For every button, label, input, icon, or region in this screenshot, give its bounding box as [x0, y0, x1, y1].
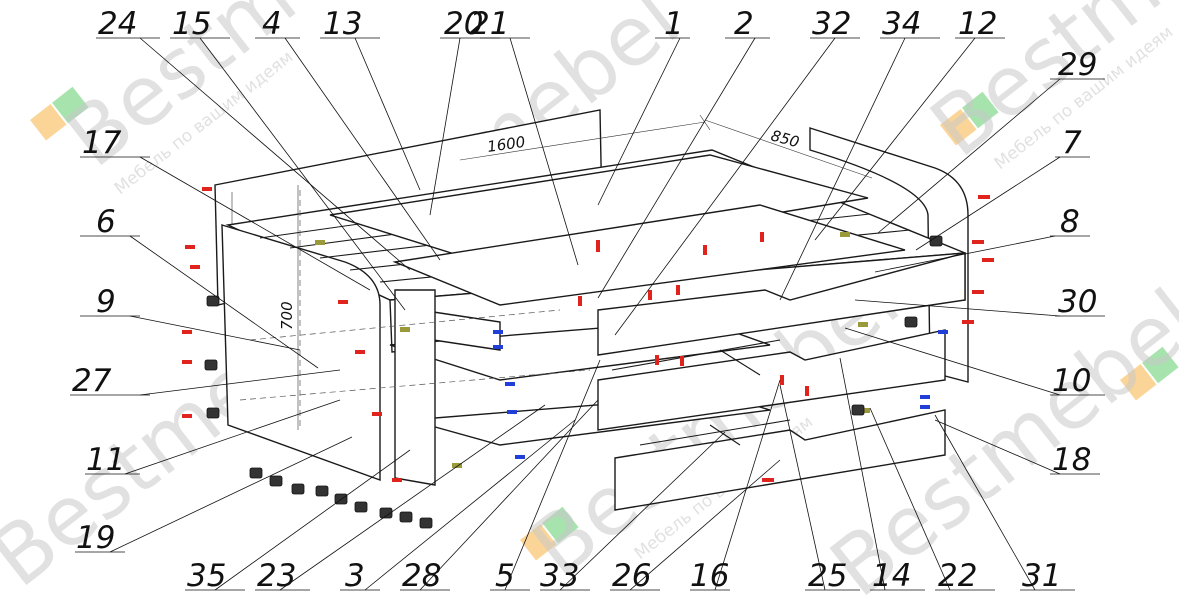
dimension-length: 1600: [486, 133, 526, 156]
mid-board: [392, 204, 906, 306]
callout-label: 22: [938, 558, 977, 594]
callout-label: 12: [958, 6, 997, 42]
callout-label: 30: [1058, 284, 1097, 320]
callout-label: 28: [402, 558, 441, 594]
callout-label: 26: [612, 558, 651, 594]
feet: [204, 235, 943, 529]
drawer-upper: [597, 252, 966, 356]
callout-label: 24: [98, 6, 137, 42]
callout-label: 15: [172, 6, 211, 42]
front-post: [394, 289, 436, 486]
logo-mark: [1120, 346, 1179, 401]
callout-label: 8: [1060, 204, 1080, 240]
callout-label: 9: [96, 284, 116, 320]
callout-label: 18: [1052, 442, 1091, 478]
right-headboard: [809, 127, 969, 383]
callout-label: 10: [1052, 363, 1091, 399]
callout-label: 35: [187, 558, 226, 594]
callout-label: 23: [257, 558, 296, 594]
callout-label: 21: [470, 6, 509, 42]
callout-label: 32: [812, 6, 851, 42]
callout-label: 27: [72, 363, 112, 399]
leader-lines: [70, 37, 1105, 591]
dimension-height: 700: [278, 301, 296, 330]
left-side-panel: [221, 224, 381, 481]
logo-mark: [940, 91, 999, 146]
callout-label: 5: [495, 558, 515, 594]
callout-label: 34: [882, 6, 921, 42]
callout-label: 31: [1022, 558, 1061, 594]
callout-label: 25: [808, 558, 847, 594]
callout-label: 29: [1058, 47, 1097, 83]
callout-label: 6: [96, 204, 116, 240]
fasteners: [182, 187, 994, 482]
callout-label: 7: [1062, 125, 1082, 161]
dimension-depth: 850: [769, 126, 801, 151]
logo-mark: [520, 506, 579, 561]
callout-label: 1: [664, 6, 684, 42]
logo-mark: [30, 86, 89, 141]
callout-label: 19: [76, 520, 115, 556]
callout-label: 2: [734, 6, 754, 42]
callouts: 24 15 4 13 20 21 1 2 32 34 12 17 6 9 27 …: [72, 6, 1097, 594]
callout-label: 14: [872, 558, 911, 594]
callout-label: 17: [82, 125, 122, 161]
callout-label: 11: [86, 442, 125, 478]
callout-label: 4: [262, 6, 282, 42]
dimension-lines: [297, 114, 873, 430]
callout-label: 3: [345, 558, 365, 594]
callout-label: 20: [444, 6, 483, 42]
callout-label: 13: [323, 6, 362, 42]
callout-label: 33: [540, 558, 579, 594]
callout-label: 16: [690, 558, 729, 594]
watermark-brand: Bestmebel: [914, 0, 1179, 176]
